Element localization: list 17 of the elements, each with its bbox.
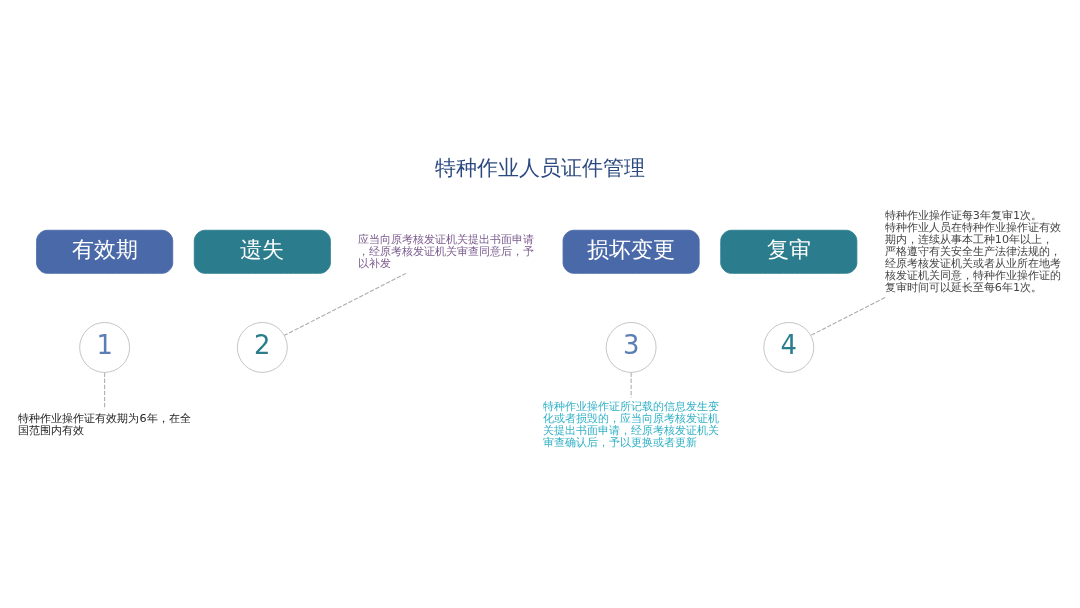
connector xyxy=(630,372,632,398)
node-text: 特种作业操作证有效期为6年，在全国范围内有效 xyxy=(18,411,191,437)
node-box: 损坏变更 xyxy=(562,229,700,274)
connector xyxy=(283,272,407,336)
diagram-title: 特种作业人员证件管理 xyxy=(435,156,645,181)
node-circle: 1 xyxy=(79,322,131,373)
connector xyxy=(104,372,106,410)
node-text: 特种作业操作证所记载的信息发生变化或者损毁的，应当向原考核发证机关提出书面申请，经原考核发证机关审查确认后，予以更换或者更新 xyxy=(542,399,719,449)
node-box: 遗失 xyxy=(193,229,331,274)
node-circle: 2 xyxy=(236,322,288,373)
node-text: 应当向原考核发证机关提出书面申请，经原考核发证机关审查同意后，予以补发 xyxy=(358,232,535,270)
node-box: 复审 xyxy=(720,229,858,274)
node-box: 有效期 xyxy=(36,229,174,274)
node-circle: 4 xyxy=(763,322,815,373)
connector xyxy=(810,297,886,336)
node-circle: 3 xyxy=(605,322,657,373)
node-text: 特种作业操作证每3年复审1次。 特种作业人员在特种作业操作证有效期内，连续从事本工种10年以上，严格遵守有关安全生产法律法规的，经原考核发证机关或者从业所在地考核发证机关同意，特种作业操作证的复审时间可以延长至每6年1次。 xyxy=(884,208,1061,294)
